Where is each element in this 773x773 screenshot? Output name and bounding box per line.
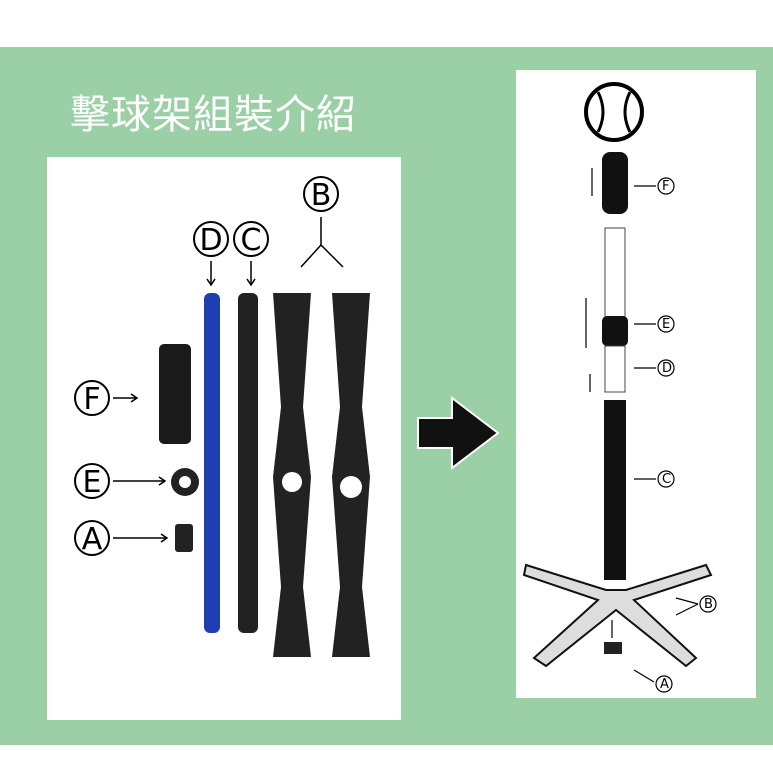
part-e (602, 316, 628, 346)
pole-c (238, 293, 258, 633)
label-c: C (662, 472, 671, 487)
svg-text:E: E (83, 465, 102, 500)
svg-text:D: D (199, 223, 222, 258)
arrows (113, 217, 344, 543)
label-d: D (662, 361, 672, 376)
label-f: F (74, 380, 110, 417)
pole-d (204, 293, 220, 633)
label-e: E (74, 463, 110, 500)
part-a (604, 642, 622, 654)
svg-text:A: A (82, 522, 103, 557)
base-leg-2 (332, 293, 370, 657)
part-f (602, 152, 628, 214)
label-a: A (74, 520, 110, 557)
label-c: C (233, 221, 269, 258)
label-f: F (662, 179, 669, 194)
label-e: E (662, 317, 670, 332)
part-d (604, 227, 626, 319)
svg-text:B: B (311, 178, 332, 213)
label-a: A (660, 677, 669, 692)
assembled-illustration: F E D C B A (522, 82, 717, 693)
baseball-icon (584, 82, 644, 142)
part-f-foam (159, 344, 191, 444)
parts-panel: D C B F E A (47, 157, 401, 720)
page-title: 擊球架組裝介紹 (70, 92, 357, 138)
label-b: B (303, 176, 339, 213)
part-b-base (522, 563, 713, 668)
part-c (604, 400, 626, 580)
svg-text:F: F (83, 382, 100, 417)
svg-text:C: C (241, 223, 262, 258)
label-b: B (704, 597, 713, 612)
parts-illustration: D C B F E A (74, 176, 370, 657)
part-a-connector (175, 524, 193, 552)
label-d: D (193, 221, 229, 258)
assembled-panel: F E D C B A (516, 70, 756, 698)
